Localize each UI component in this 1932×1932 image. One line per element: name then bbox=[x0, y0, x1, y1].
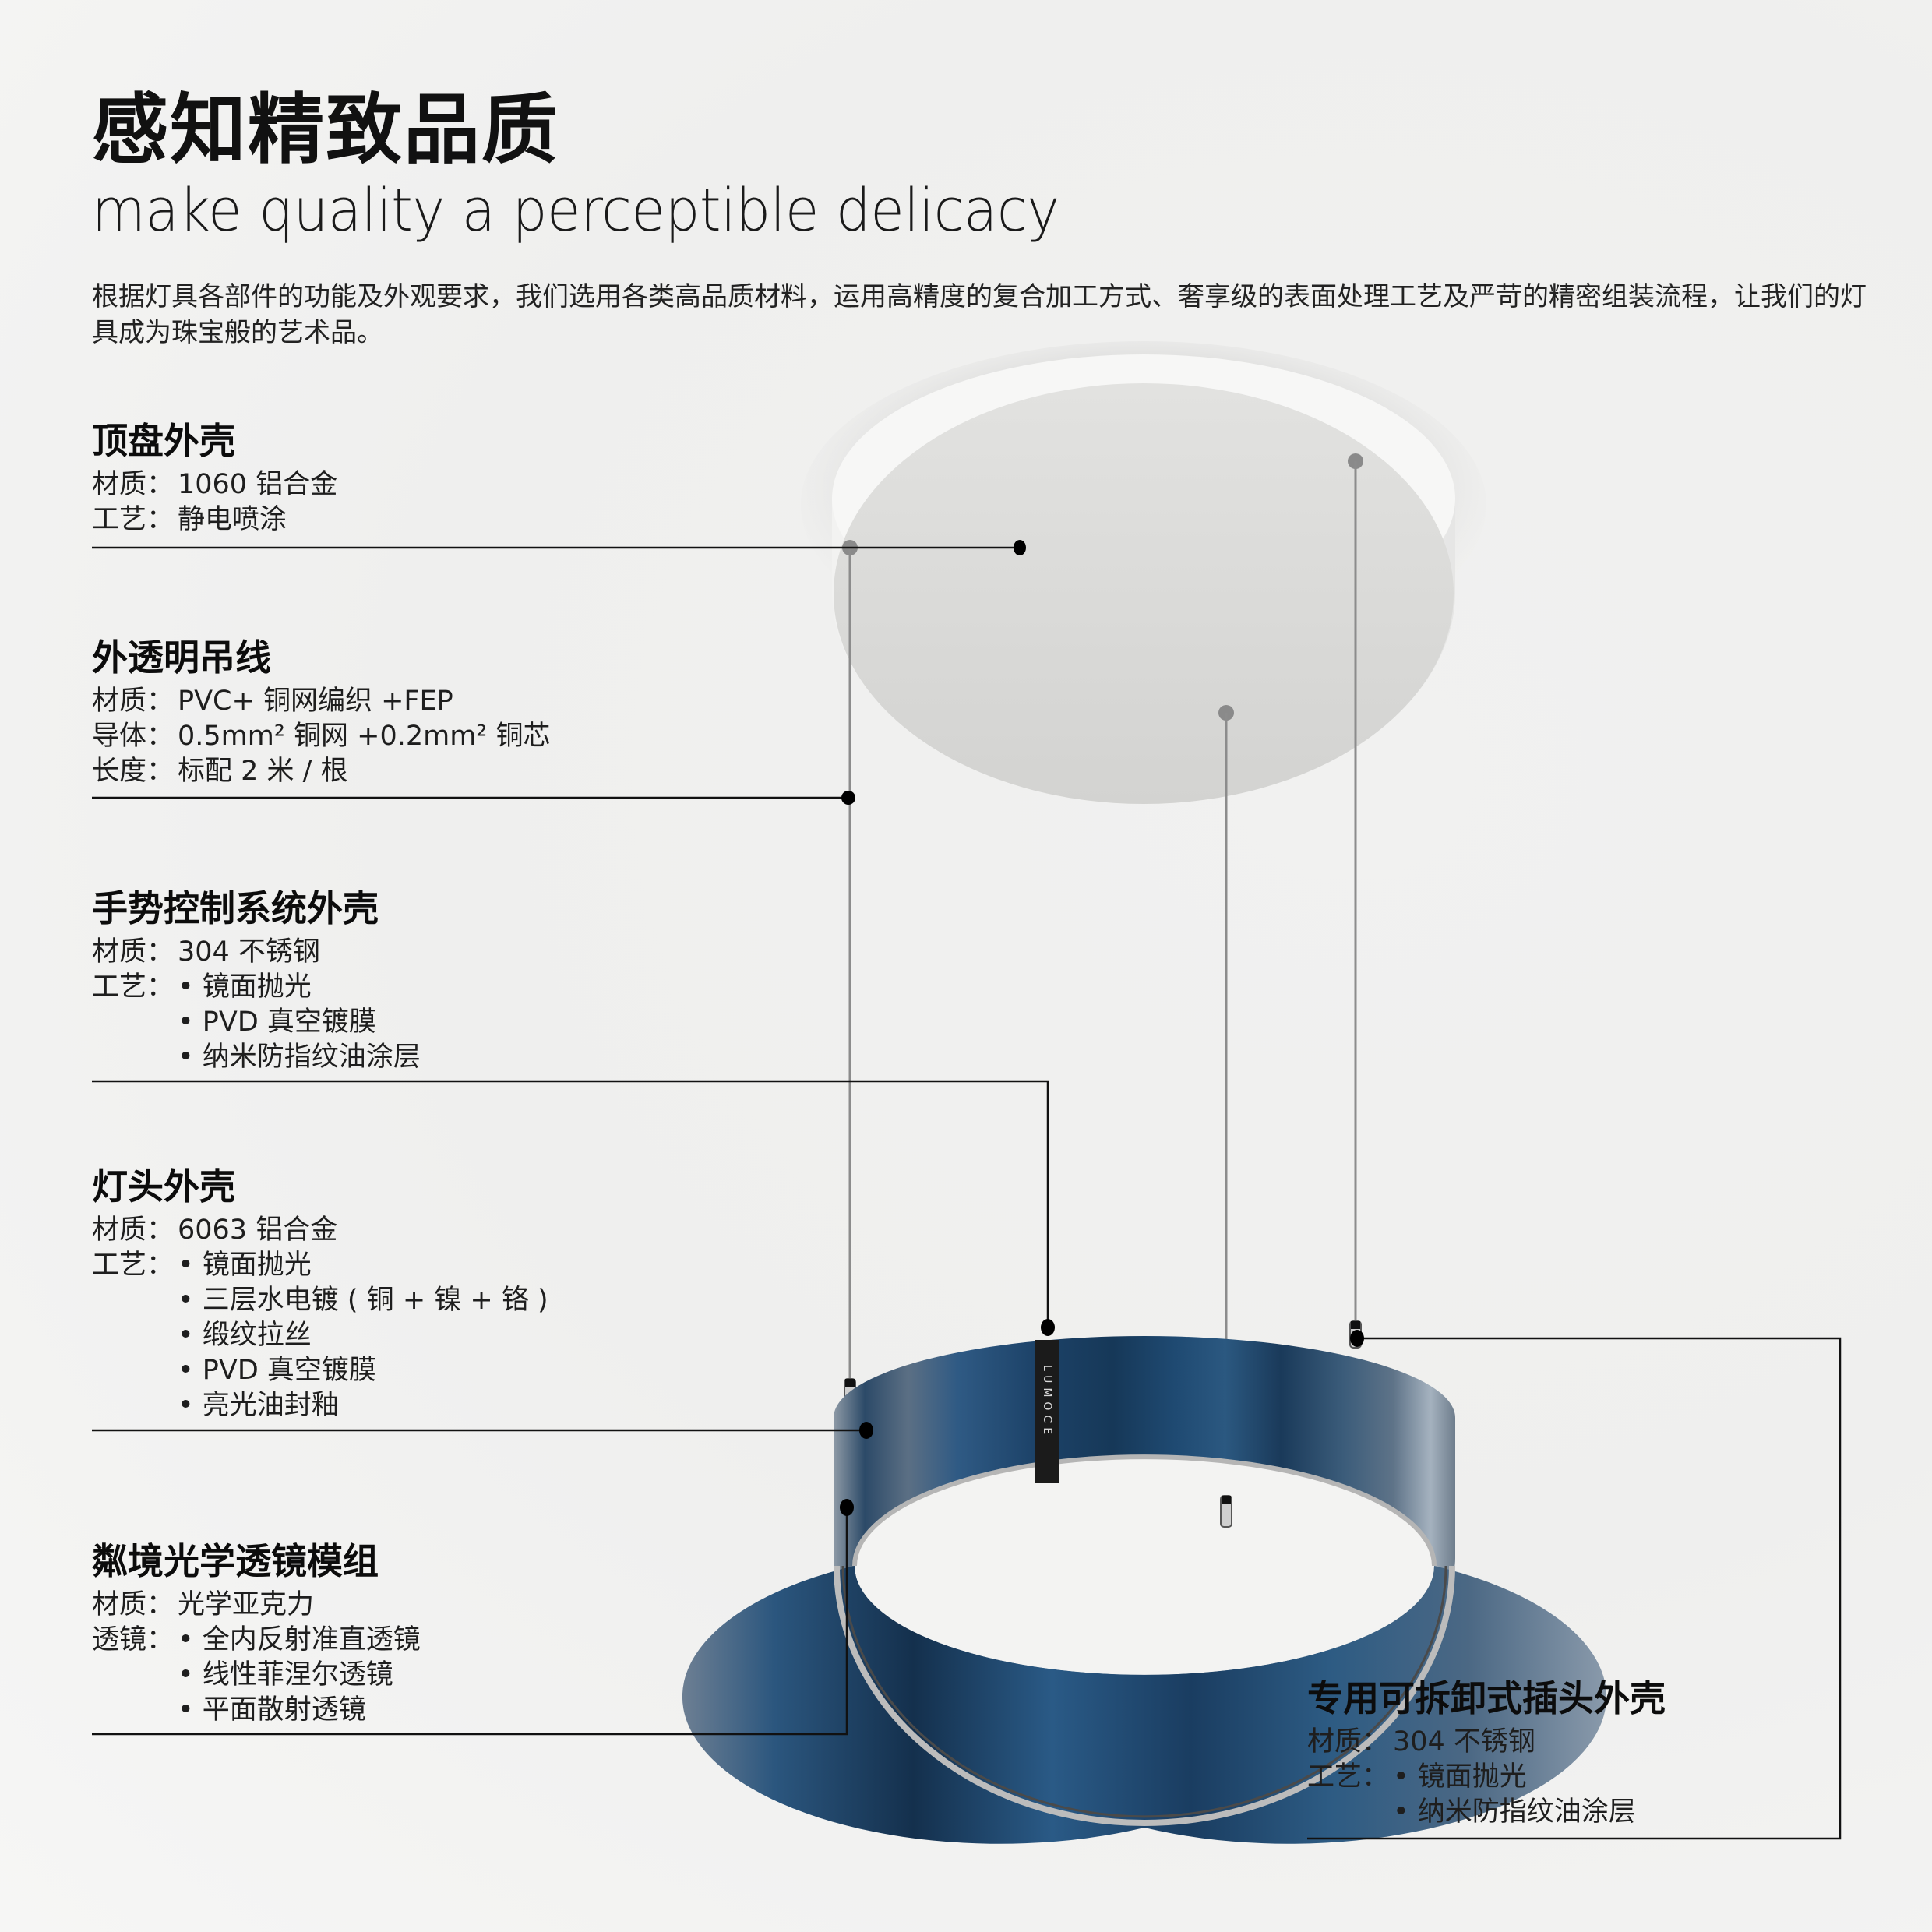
spec-row: 长度： 标配 2 米 / 根 bbox=[92, 754, 550, 789]
spec-row: 导体： 0.5mm² 铜网 +0.2mm² 铜芯 bbox=[92, 719, 550, 754]
page-subtitle: make quality a perceptible delicacy bbox=[92, 175, 1059, 245]
spec-row: 工艺： 静电喷涂 bbox=[92, 502, 337, 538]
spec-value: 304 不锈钢 bbox=[1393, 1726, 1535, 1757]
brand-mark: LUMOCE bbox=[1041, 1365, 1053, 1439]
spec-bullet: 镜面抛光 bbox=[178, 970, 421, 1005]
spec-optical-lens: 粼境光学透镜模组 材质： 光学亚克力 透镜： 全内反射准直透镜 线性菲涅尔透镜 … bbox=[92, 1539, 421, 1728]
spec-value: 0.5mm² 铜网 +0.2mm² 铜芯 bbox=[178, 721, 551, 752]
spec-label: 工艺： bbox=[92, 971, 175, 1003]
intro-paragraph: 根据灯具各部件的功能及外观要求，我们选用各类高品质材料，运用高精度的复合加工方式… bbox=[92, 281, 1867, 348]
spec-bullet: 纳米防指纹油涂层 bbox=[1393, 1795, 1636, 1830]
spec-bullet: PVD 真空镀膜 bbox=[178, 1353, 548, 1388]
callout-plug-line bbox=[1307, 1337, 1842, 1840]
spec-bullet: PVD 真空镀膜 bbox=[178, 1005, 421, 1040]
spec-row: 材质： PVC+ 铜网编织 +FEP bbox=[92, 684, 550, 719]
spec-bullet: 缎纹拉丝 bbox=[178, 1318, 548, 1353]
spec-label: 工艺： bbox=[1307, 1761, 1390, 1793]
spec-label: 材质： bbox=[92, 686, 175, 717]
page-title: 感知精致品质 bbox=[92, 86, 560, 175]
spec-row: 透镜： 全内反射准直透镜 线性菲涅尔透镜 平面散射透镜 bbox=[92, 1623, 421, 1728]
spec-value: 1060 铝合金 bbox=[178, 469, 338, 500]
spec-bullet: 镜面抛光 bbox=[178, 1248, 548, 1283]
spec-bullet: 全内反射准直透镜 bbox=[178, 1623, 421, 1658]
spec-row: 工艺： 镜面抛光 PVD 真空镀膜 纳米防指纹油涂层 bbox=[92, 970, 421, 1075]
spec-row: 材质： 304 不锈钢 bbox=[1307, 1725, 1666, 1760]
spec-label: 材质： bbox=[92, 1215, 175, 1246]
spec-cable: 外透明吊线 材质： PVC+ 铜网编织 +FEP 导体： 0.5mm² 铜网 +… bbox=[92, 636, 550, 789]
spec-value: PVC+ 铜网编织 +FEP bbox=[178, 686, 453, 717]
spec-title: 专用可拆卸式插头外壳 bbox=[1307, 1677, 1666, 1719]
spec-label: 长度： bbox=[92, 756, 175, 787]
spec-value: 光学亚克力 bbox=[178, 1589, 315, 1620]
callout-dots bbox=[840, 540, 1364, 1516]
ring-lamp: LUMOCE bbox=[682, 1336, 1607, 1844]
spec-title: 顶盘外壳 bbox=[92, 420, 235, 462]
spec-row: 材质： 6063 铝合金 bbox=[92, 1213, 548, 1248]
spec-label: 材质： bbox=[92, 469, 175, 500]
spec-bullet: 镜面抛光 bbox=[1393, 1760, 1636, 1795]
spec-label: 透镜： bbox=[92, 1624, 175, 1655]
canopy bbox=[801, 341, 1486, 804]
spec-label: 材质： bbox=[92, 936, 175, 968]
spec-value: 静电喷涂 bbox=[178, 504, 287, 535]
spec-value: 304 不锈钢 bbox=[178, 936, 320, 968]
spec-bullet: 三层水电镀 ( 铜 + 镍 + 铬 ) bbox=[178, 1283, 548, 1318]
spec-title: 灯头外壳 bbox=[92, 1165, 235, 1208]
spec-title: 手势控制系统外壳 bbox=[92, 887, 379, 929]
spec-value: 标配 2 米 / 根 bbox=[178, 756, 348, 787]
spec-value: 6063 铝合金 bbox=[178, 1215, 338, 1246]
spec-title: 外透明吊线 bbox=[92, 636, 271, 679]
spec-row: 材质： 304 不锈钢 bbox=[92, 935, 421, 970]
spec-label: 工艺： bbox=[92, 504, 175, 535]
spec-label: 材质： bbox=[92, 1589, 175, 1620]
spec-row: 材质： 光学亚克力 bbox=[92, 1588, 421, 1623]
spec-bullet: 平面散射透镜 bbox=[178, 1693, 421, 1728]
spec-row: 材质： 1060 铝合金 bbox=[92, 467, 337, 502]
spec-label: 材质： bbox=[1307, 1726, 1390, 1757]
spec-bullet: 线性菲涅尔透镜 bbox=[178, 1658, 421, 1693]
spec-lamp-head: 灯头外壳 材质： 6063 铝合金 工艺： 镜面抛光 三层水电镀 ( 铜 + 镍… bbox=[92, 1165, 548, 1423]
spec-label: 导体： bbox=[92, 721, 175, 752]
spec-gesture-control: 手势控制系统外壳 材质： 304 不锈钢 工艺： 镜面抛光 PVD 真空镀膜 纳… bbox=[92, 887, 421, 1075]
callout-lines bbox=[92, 546, 1842, 1840]
callout-gesture-line bbox=[92, 1080, 1049, 1327]
spec-row: 工艺： 镜面抛光 纳米防指纹油涂层 bbox=[1307, 1760, 1666, 1830]
spec-bullet: 亮光油封釉 bbox=[178, 1388, 548, 1423]
callout-lens-line bbox=[92, 1507, 848, 1736]
spec-canopy: 顶盘外壳 材质： 1060 铝合金 工艺： 静电喷涂 bbox=[92, 419, 337, 538]
spec-plug: 专用可拆卸式插头外壳 材质： 304 不锈钢 工艺： 镜面抛光 纳米防指纹油涂层 bbox=[1307, 1676, 1666, 1830]
spec-row: 工艺： 镜面抛光 三层水电镀 ( 铜 + 镍 + 铬 ) 缎纹拉丝 PVD 真空… bbox=[92, 1248, 548, 1423]
spec-label: 工艺： bbox=[92, 1250, 175, 1281]
spec-title: 粼境光学透镜模组 bbox=[92, 1540, 379, 1582]
spec-bullet: 纳米防指纹油涂层 bbox=[178, 1040, 421, 1075]
